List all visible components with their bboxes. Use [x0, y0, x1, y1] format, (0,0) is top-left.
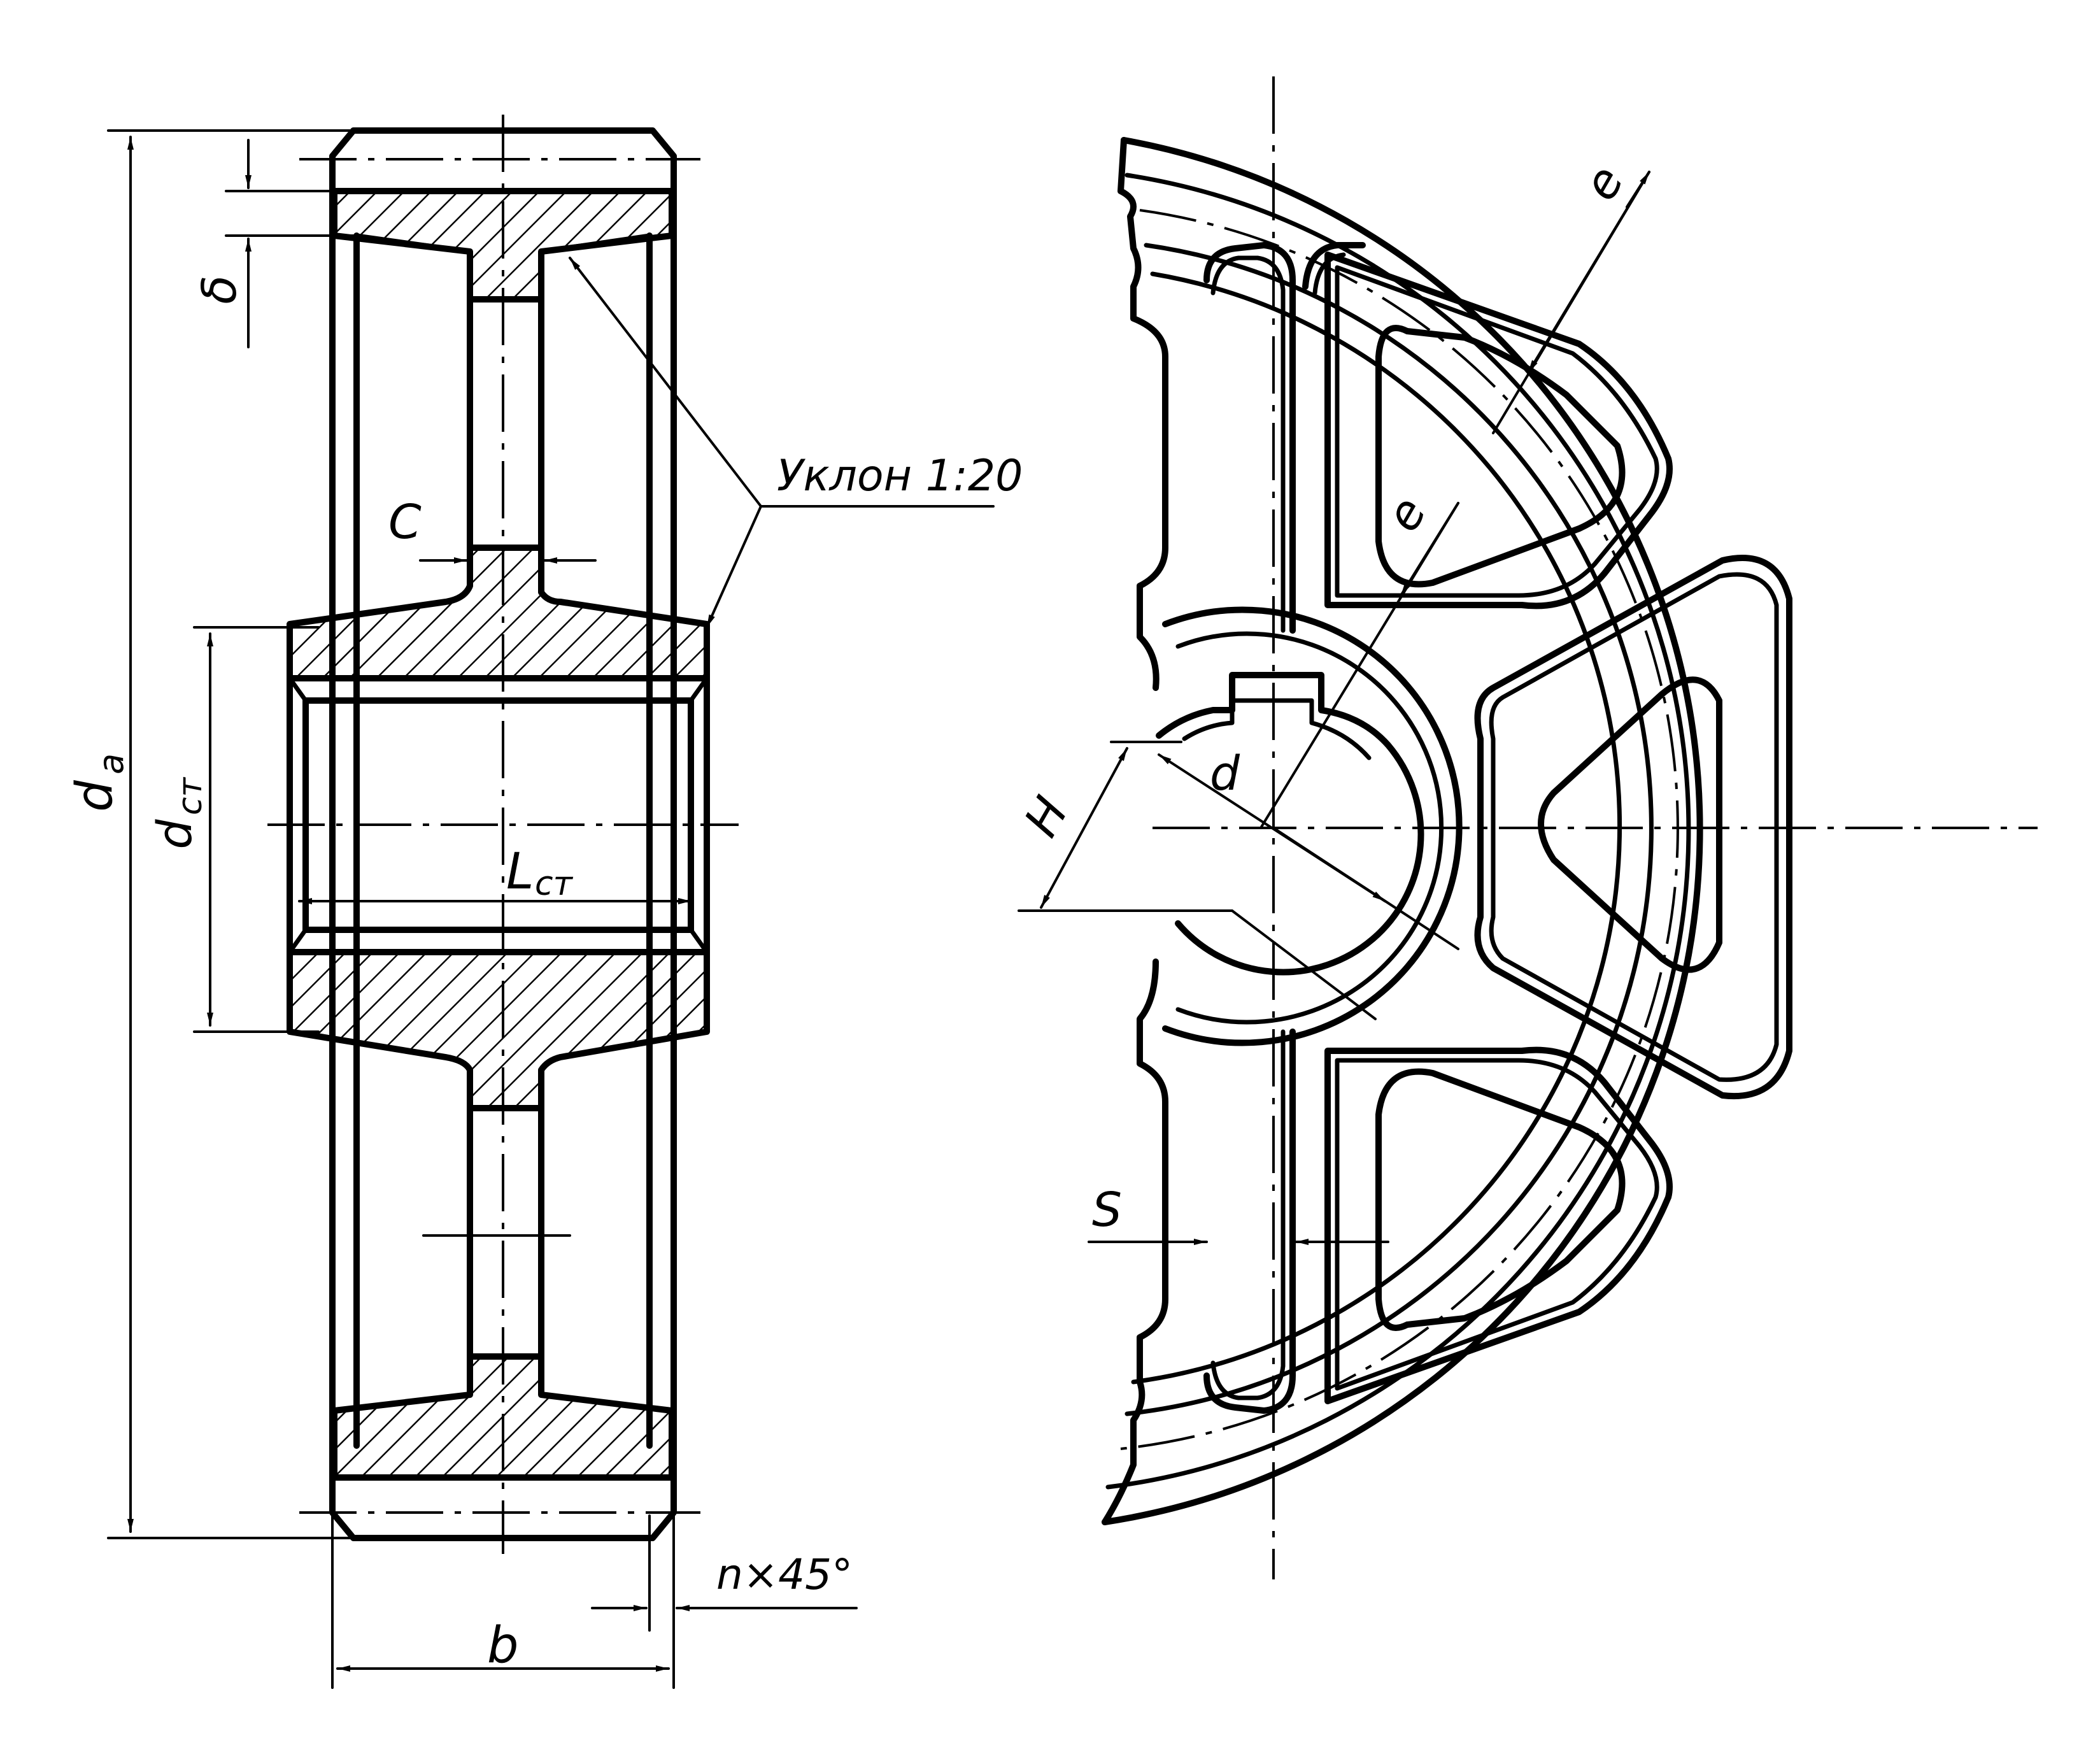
- window-inner: [1335, 265, 1659, 598]
- label-e-inner-text: e: [1375, 488, 1437, 540]
- label-da-sub: a: [91, 753, 131, 774]
- label-e-inner: e: [1375, 488, 1437, 540]
- rim-tip-arc: [1105, 173, 1691, 1490]
- hub-outer: [1162, 606, 1463, 1046]
- rim-outline: [329, 127, 677, 1541]
- label-chamfer: n×45°: [716, 1550, 853, 1599]
- label-h: H: [1014, 788, 1079, 846]
- rim-inner-arc-2: [1131, 271, 1622, 1385]
- label-h-text: H: [1014, 788, 1079, 846]
- label-dst-main: d: [148, 818, 202, 849]
- taper-top-left: [354, 233, 472, 254]
- label-c: C: [388, 495, 422, 550]
- label-dst: d ст: [148, 776, 209, 849]
- spoke-inner: [1210, 1029, 1286, 1400]
- label-dst-sub: ст: [171, 776, 209, 815]
- chamfer-line: [287, 676, 308, 703]
- hub-section-top: [287, 545, 710, 681]
- chamfer-line: [688, 927, 709, 955]
- keyway: [1182, 698, 1372, 760]
- rim-inner-arc-1: [1124, 243, 1654, 1416]
- dim-e-outer: [1626, 171, 1650, 208]
- section-view: [107, 115, 995, 1689]
- label-lst-sub: ст: [535, 865, 574, 903]
- label-s: S: [1092, 1183, 1122, 1237]
- label-delta: δ: [192, 275, 247, 304]
- label-lst-main: L: [506, 843, 534, 901]
- label-e-outer: e: [1573, 157, 1635, 209]
- label-delta-text: δ: [192, 275, 247, 304]
- chamfer-line: [287, 927, 308, 955]
- window-top-hole: [1375, 325, 1626, 588]
- window-inner: [1489, 572, 1779, 1082]
- taper-top-right: [539, 233, 652, 254]
- window-top: [1324, 252, 1673, 609]
- label-d: d: [1210, 746, 1240, 801]
- slope-leader: [569, 257, 762, 508]
- dim-h: [1040, 747, 1128, 909]
- bore-outline: [287, 675, 710, 955]
- spoke-bottom-left: [1203, 1029, 1296, 1414]
- chamfer-line: [688, 676, 709, 703]
- label-e-outer-text: e: [1573, 157, 1635, 209]
- break-line-top: [1117, 137, 1168, 691]
- window-inner: [1335, 1058, 1659, 1391]
- dim-e-inner: [1400, 502, 1459, 597]
- hub-section-bottom: [287, 949, 710, 1111]
- break-line-bottom: [1102, 958, 1168, 1525]
- window-middle: [1474, 555, 1792, 1100]
- dim-h: [1231, 909, 1377, 1020]
- slope-leader: [706, 505, 762, 629]
- spoke-inner: [1210, 255, 1286, 633]
- label-b: b: [487, 1617, 519, 1674]
- label-slope: Уклон 1:20: [777, 451, 1023, 501]
- spoke-top-left: [1203, 242, 1296, 634]
- front-view: [1018, 76, 2038, 1579]
- bore-circle: [1156, 672, 1424, 976]
- pitch-circle: [1120, 209, 1679, 1450]
- window-bottom: [1324, 1046, 1673, 1404]
- label-da-main: d: [66, 780, 124, 812]
- label-da: d a: [66, 753, 131, 812]
- spoke-outline: [1302, 242, 1366, 290]
- dim-d: [1272, 827, 1459, 950]
- rim-outer-arc: [1102, 137, 1703, 1525]
- window-bottom-hole: [1375, 1068, 1626, 1331]
